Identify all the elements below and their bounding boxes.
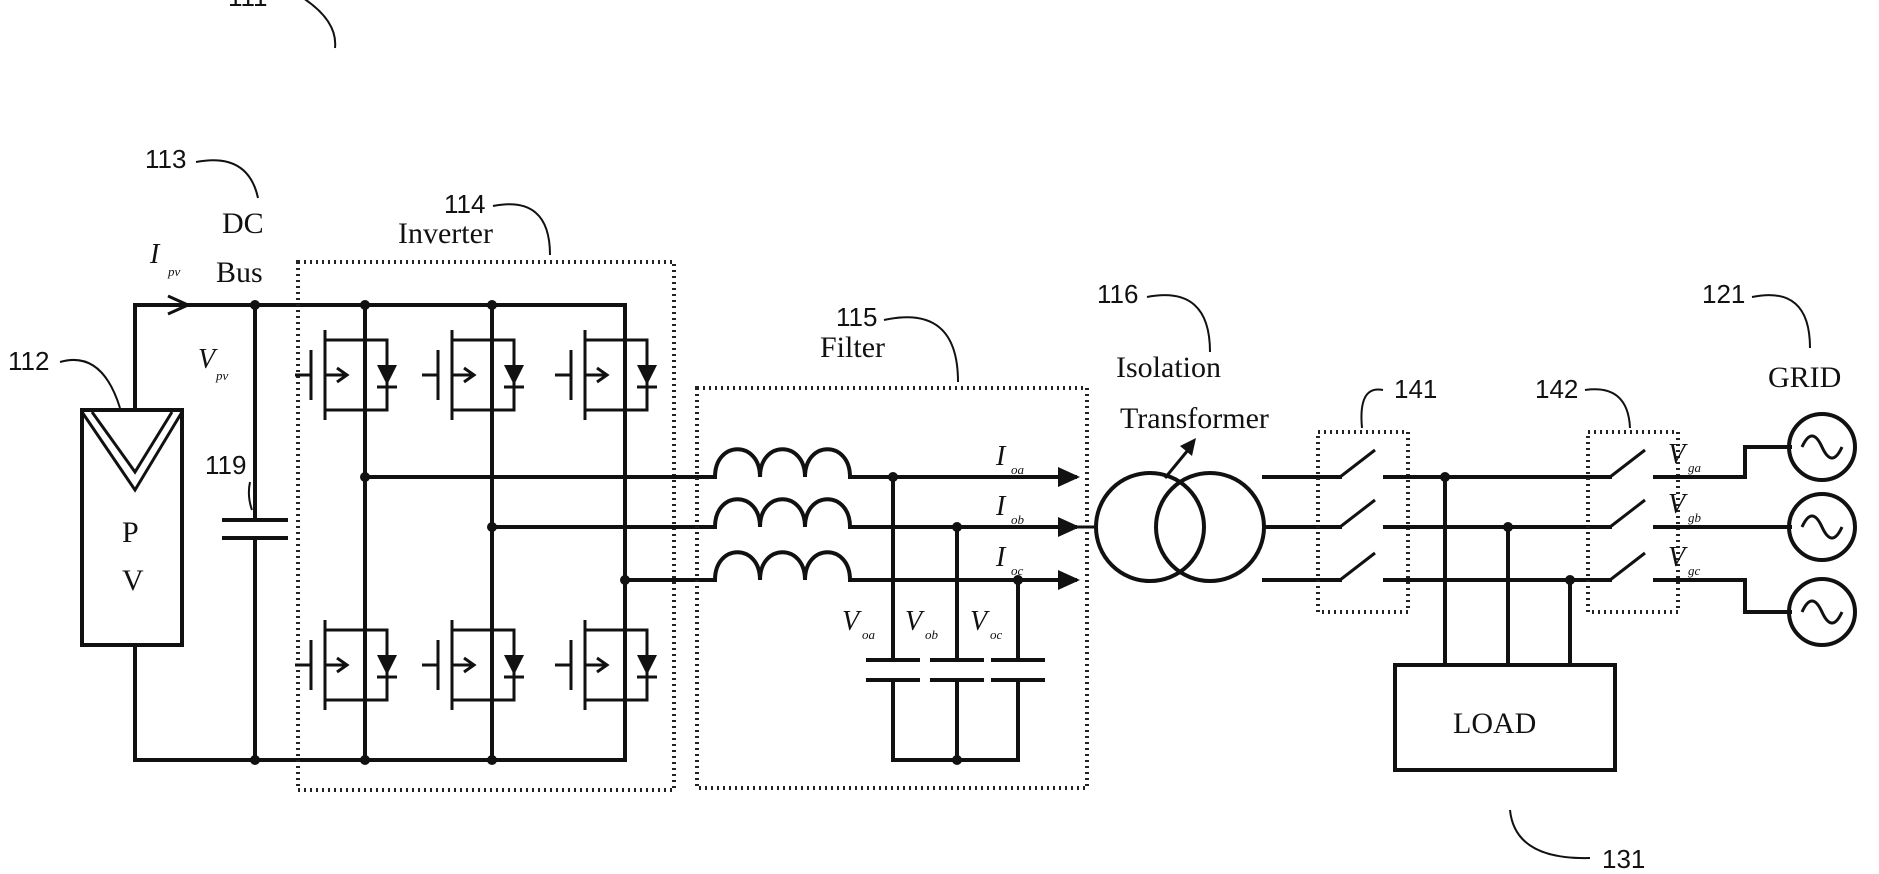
- switch-bottom-b: [422, 620, 524, 710]
- var-vgc-sub: gc: [1688, 563, 1701, 578]
- label-load: LOAD: [1453, 707, 1536, 740]
- var-vgb: V: [1668, 489, 1688, 520]
- var-ioa-sub: oa: [1011, 462, 1025, 477]
- switch-bottom-a: [295, 620, 397, 710]
- var-vpv-sub: pv: [215, 368, 229, 383]
- var-voa: V: [842, 606, 862, 637]
- switch-top-b: [422, 305, 524, 527]
- pv-module: P V: [82, 410, 182, 645]
- var-voc: V: [970, 606, 990, 637]
- ref-142: 142: [1535, 374, 1578, 404]
- var-vob-sub: ob: [925, 627, 939, 642]
- var-ioa: I: [995, 441, 1007, 472]
- var-ioc: I: [995, 542, 1007, 573]
- label-inverter: Inverter: [398, 217, 493, 250]
- pv-label-p: P: [122, 516, 139, 549]
- var-vob: V: [905, 606, 925, 637]
- var-vpv: V: [198, 344, 218, 375]
- ref-111: 111: [228, 0, 268, 12]
- filter-output-lines: [850, 467, 1080, 590]
- var-ioc-sub: oc: [1011, 563, 1024, 578]
- breaker-141-switches: [1340, 450, 1595, 580]
- leader-113: [196, 160, 258, 198]
- label-dc: DC: [222, 207, 264, 240]
- breaker-142-switches: [1595, 450, 1645, 580]
- ref-141: 141: [1394, 374, 1437, 404]
- leader-115: [884, 317, 958, 382]
- var-ipv-sub: pv: [167, 264, 181, 279]
- label-filter: Filter: [820, 331, 885, 364]
- leader-142: [1585, 389, 1630, 428]
- switch-top-a: [295, 305, 397, 477]
- ref-115: 115: [836, 302, 877, 332]
- var-iob: I: [995, 491, 1007, 522]
- label-grid: GRID: [1768, 361, 1841, 394]
- filter-inductors: [715, 449, 850, 580]
- ref-114: 114: [444, 189, 485, 219]
- var-iob-sub: ob: [1011, 512, 1025, 527]
- grid-connection-lines: [1655, 447, 1790, 612]
- leader-119: [249, 482, 252, 510]
- transformer-secondary: [1264, 477, 1340, 580]
- var-voc-sub: oc: [990, 627, 1003, 642]
- var-vgc: V: [1668, 542, 1688, 573]
- label-bus: Bus: [216, 256, 263, 289]
- var-voa-sub: oa: [862, 627, 876, 642]
- ref-121: 121: [1702, 279, 1745, 309]
- inverter-legs: [360, 300, 715, 765]
- switch-top-c: [555, 330, 657, 420]
- grid-sources: [1789, 414, 1855, 645]
- var-vga: V: [1668, 439, 1688, 470]
- pv-label-v: V: [122, 564, 144, 597]
- ref-119: 119: [205, 450, 246, 480]
- isolation-transformer: [1075, 438, 1264, 581]
- leader-111: [300, 0, 335, 48]
- ref-116: 116: [1097, 279, 1138, 309]
- var-vgb-sub: gb: [1688, 510, 1702, 525]
- load-taps: [1440, 472, 1575, 665]
- leader-141: [1361, 389, 1383, 428]
- leader-131: [1510, 810, 1590, 858]
- inverter-switches: [295, 305, 657, 710]
- var-ipv: I: [149, 239, 161, 270]
- label-transformer: Transformer: [1120, 402, 1269, 435]
- var-vga-sub: ga: [1688, 460, 1702, 475]
- label-isolation: Isolation: [1116, 351, 1221, 384]
- ref-112: 112: [8, 346, 49, 376]
- leader-121: [1752, 295, 1810, 348]
- dc-link-capacitor: [224, 300, 286, 765]
- leader-114: [493, 204, 550, 255]
- ref-113: 113: [145, 144, 186, 174]
- switch-bottom-c: [555, 620, 657, 710]
- leader-112: [60, 360, 120, 408]
- ref-131: 131: [1602, 844, 1645, 874]
- leader-116: [1147, 295, 1210, 352]
